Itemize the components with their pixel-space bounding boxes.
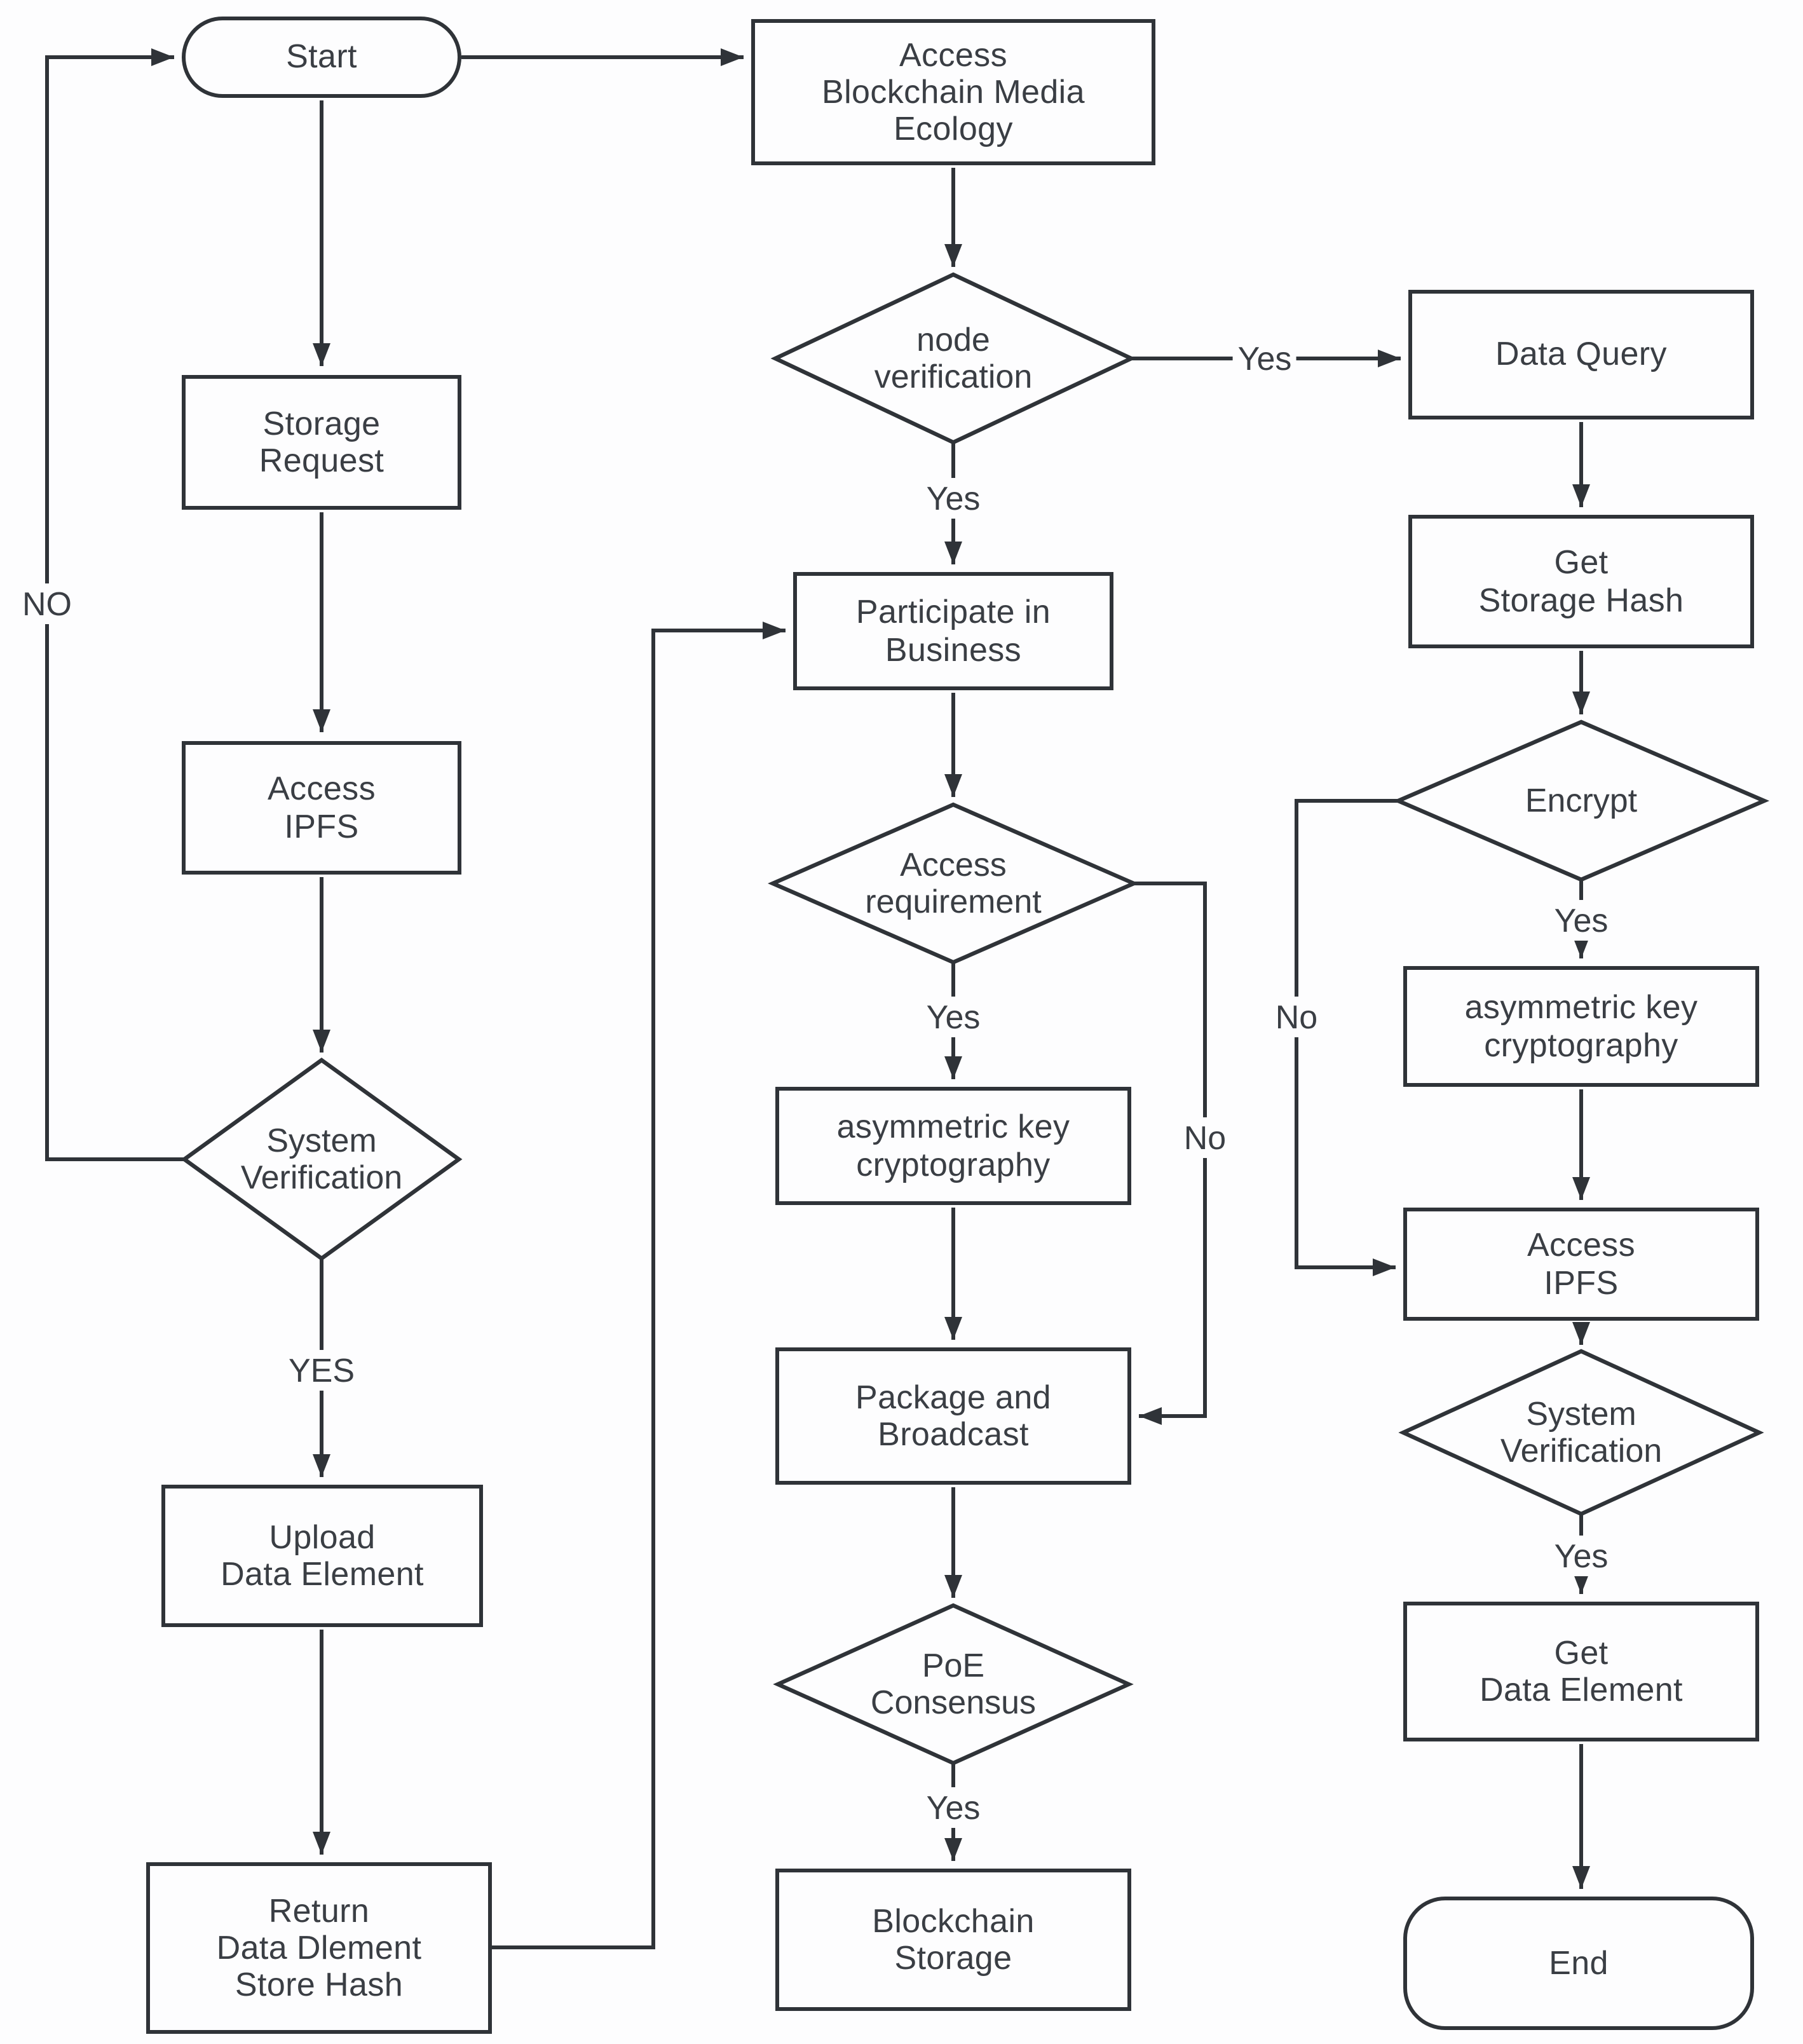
node-storage-request: Storage Request	[182, 375, 461, 510]
node-package-and-broadcast: Package and Broadcast	[775, 1347, 1131, 1485]
edge-label-encrypt-no: No	[1270, 997, 1323, 1037]
node-access-ipfs-right: Access IPFS	[1403, 1208, 1759, 1321]
node-participate-in-business: Participate in Business	[793, 572, 1113, 690]
edge-label-system-verification-right-yes: Yes	[1549, 1536, 1614, 1576]
edge-label-encrypt-yes: Yes	[1549, 900, 1614, 941]
node-upload-data-element: Upload Data Element	[161, 1485, 483, 1627]
edge-label-node-verification-yes-down: Yes	[921, 478, 986, 519]
node-data-query: Data Query	[1408, 290, 1754, 419]
edge-label-access-requirement-yes: Yes	[921, 997, 986, 1037]
node-get-data-element: Get Data Element	[1403, 1602, 1759, 1741]
edge-label-access-requirement-no: No	[1178, 1117, 1232, 1158]
node-poe-consensus: PoE Consensus	[870, 1645, 1037, 1721]
node-access-requirement: Access requirement	[865, 845, 1042, 920]
node-asymmetric-key-cryptography-right: asymmetric key cryptography	[1403, 966, 1759, 1087]
node-access-ipfs-left: Access IPFS	[182, 741, 461, 875]
node-blockchain-storage: Blockchain Storage	[775, 1869, 1131, 2011]
node-system-verification-right: System Verification	[1500, 1394, 1663, 1469]
node-start: Start	[182, 17, 461, 98]
edge-label-no-loop: NO	[17, 583, 77, 624]
node-encrypt: Encrypt	[1525, 780, 1638, 819]
node-end: End	[1403, 1897, 1754, 2030]
edge-label-node-verification-yes-right: Yes	[1232, 338, 1297, 379]
node-return-data-element-store-hash: Return Data Dlement Store Hash	[146, 1862, 492, 2034]
edge-label-poe-yes: Yes	[921, 1787, 986, 1828]
node-get-storage-hash: Get Storage Hash	[1408, 515, 1754, 648]
edge-label-yes-left: YES	[283, 1350, 360, 1391]
node-node-verification: node verification	[874, 320, 1033, 395]
node-asymmetric-key-cryptography-mid: asymmetric key cryptography	[775, 1087, 1131, 1205]
connector-return-store-hash-participate	[492, 622, 786, 1949]
node-system-verification-left: System Verification	[240, 1121, 403, 1196]
node-access-blockchain-media-ecology: Access Blockchain Media Ecology	[751, 19, 1155, 165]
